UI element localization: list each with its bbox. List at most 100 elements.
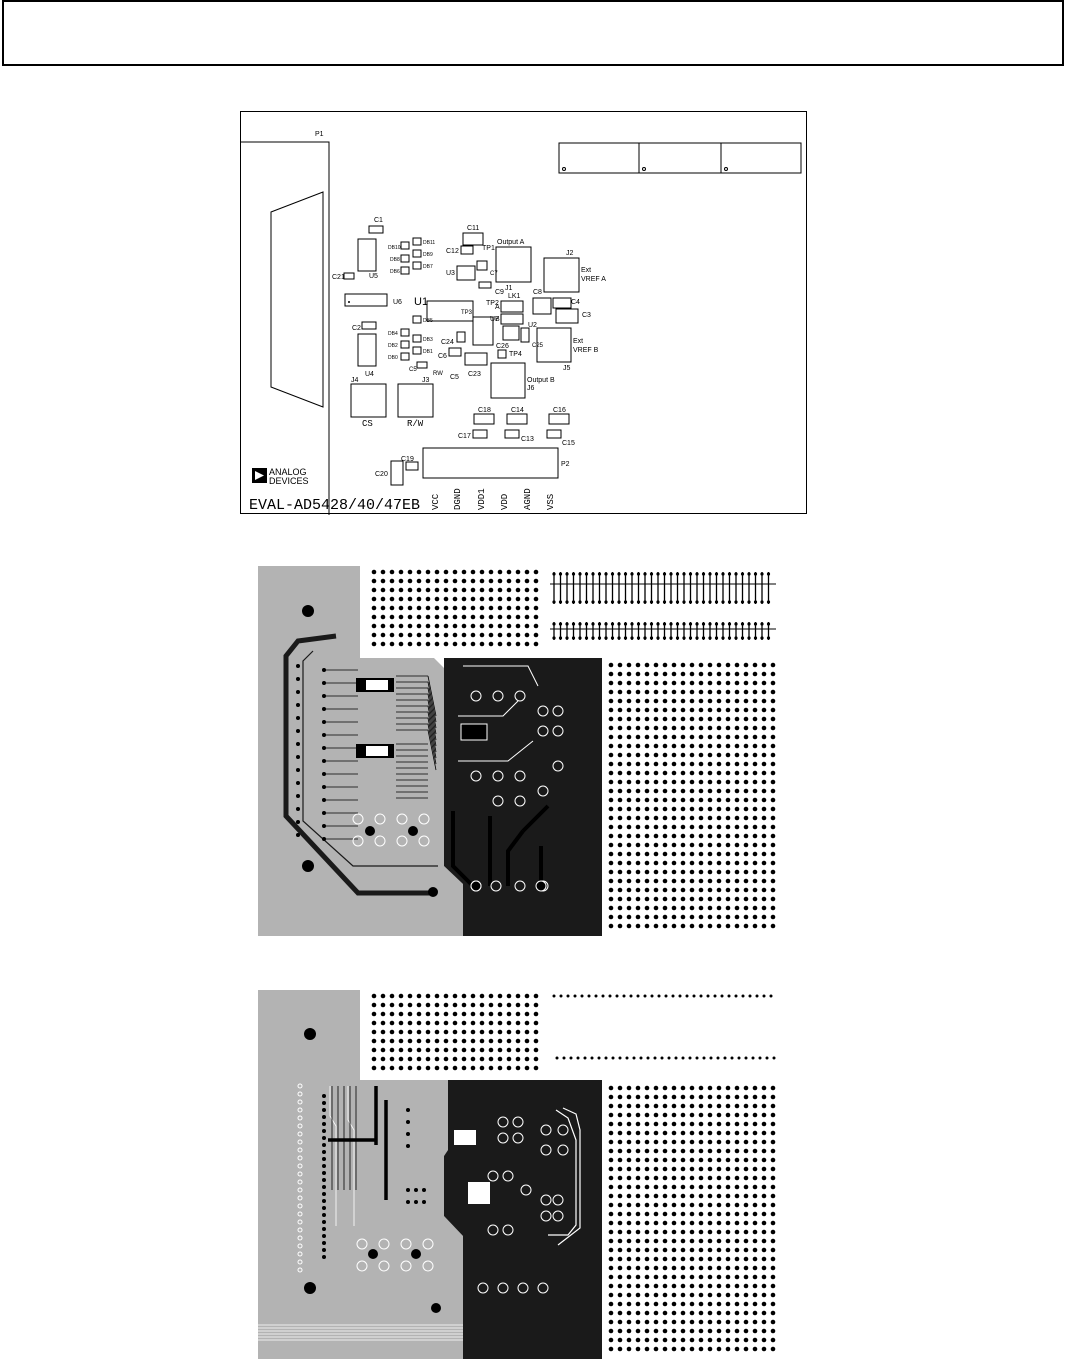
analog-devices-logo: ANALOG DEVICES <box>252 467 309 486</box>
c18-pad <box>473 413 495 425</box>
c14-label: C14 <box>511 407 524 414</box>
c4-pad <box>552 297 572 309</box>
j2-connector <box>543 257 580 293</box>
mount-hole-4 <box>304 1028 316 1040</box>
analog-pads-2 <box>477 1116 569 1294</box>
db6-label: DB6 <box>390 269 400 275</box>
analog-trace-8 <box>458 740 534 762</box>
ext-b-label: Ext <box>573 338 583 345</box>
tp2-label: TP2 <box>486 300 499 307</box>
c9-pad <box>478 281 492 289</box>
bottom-layer-drawing <box>258 990 776 1359</box>
pin-vss: VSS <box>546 494 556 510</box>
c25-label: C25 <box>532 343 544 349</box>
j1-label: J1 <box>505 285 513 292</box>
c11-pad <box>462 232 484 246</box>
c5-label: C5 <box>450 374 459 381</box>
mount-hole-2 <box>302 860 314 872</box>
rw-pad <box>416 361 428 369</box>
db1-label: DB1 <box>423 349 433 355</box>
pad-white-1 <box>454 1130 476 1145</box>
c20-label: C20 <box>375 471 388 478</box>
lk-a-label: A <box>495 304 500 311</box>
c14-pad <box>506 413 528 425</box>
j4-label: J4 <box>351 377 359 384</box>
pin-vdd1: VDD1 <box>477 488 487 510</box>
u2-outline <box>502 325 520 341</box>
j5-connector <box>536 327 572 363</box>
c4-label: C4 <box>571 299 580 306</box>
c8-label: C8 <box>533 289 542 296</box>
c17-pad <box>472 429 488 439</box>
silkscreen-layout: P1 U5 C1 C21 DB10 DB11 DB8 DB9 DB6 DB7 U… <box>240 111 807 515</box>
c7-label: C7 <box>490 271 498 277</box>
lk1-jumper-b <box>500 313 524 325</box>
p2-label: P2 <box>561 461 570 468</box>
c3-pad <box>555 308 579 324</box>
c7-pad <box>476 260 488 271</box>
db8-label: DB8 <box>390 257 400 263</box>
output-a-connector <box>495 246 532 283</box>
u5-outline <box>357 238 377 272</box>
db2-label: DB2 <box>388 343 398 349</box>
pin-vdd: VDD <box>500 494 510 510</box>
u4-label: U4 <box>365 371 374 378</box>
c23-label: C23 <box>468 371 481 378</box>
rw-small-label: RW <box>433 371 443 377</box>
c18-label: C18 <box>478 407 491 414</box>
db5-label: DB5 <box>423 318 433 324</box>
signal-fanout-2 <box>297 1083 434 1273</box>
u3-label: U3 <box>446 270 455 277</box>
j2-label: J2 <box>566 250 574 257</box>
power-trace-2 <box>328 1086 388 1200</box>
via-grid-top <box>371 569 776 929</box>
u3-outline <box>456 265 476 281</box>
analog-trace-4 <box>521 804 550 833</box>
pin-dgnd: DGND <box>453 488 463 510</box>
c26-label: C26 <box>496 343 509 350</box>
top-layer-drawing <box>258 566 776 936</box>
mount-hole-3 <box>428 887 438 897</box>
analog-trace-3 <box>506 829 525 886</box>
j4-outline <box>350 383 387 418</box>
c6-label: C6 <box>438 353 447 360</box>
c9-label: C9 <box>495 289 504 296</box>
analog-trace-7 <box>458 700 519 717</box>
rw-label: R/W <box>407 419 424 429</box>
lk1-jumper <box>500 300 524 313</box>
c19-pad <box>405 461 419 471</box>
p1-label: P1 <box>315 131 324 138</box>
analog-trace-9 <box>548 1109 577 1236</box>
c8-pad <box>532 297 552 315</box>
c24-pad <box>456 331 466 343</box>
c13-label: C13 <box>521 436 534 443</box>
c6-pad <box>448 347 462 357</box>
terminal-block <box>558 142 802 174</box>
c2-pad <box>361 321 377 330</box>
c5-small-label: C5 <box>409 367 417 373</box>
c15-pad <box>546 429 562 439</box>
u7-outline <box>472 316 494 346</box>
pin-vcc: VCC <box>431 493 441 510</box>
j3-label: J3 <box>422 377 430 384</box>
signal-fanout <box>296 664 437 847</box>
c12-pad <box>460 245 474 255</box>
c20-pad <box>390 460 404 486</box>
analog-trace-1 <box>451 811 475 888</box>
db10-label: DB10 <box>388 245 401 251</box>
u4-outline <box>357 333 377 367</box>
ic-body-2 <box>366 746 388 756</box>
analog-trace-10 <box>557 1107 581 1246</box>
tp1-label: TP1 <box>482 245 495 252</box>
cs-label: CS <box>362 419 373 429</box>
c3-label: C3 <box>582 312 591 319</box>
mount-hole-5 <box>304 1282 316 1294</box>
mount-hole-6 <box>431 1303 441 1313</box>
p1-d-shell <box>270 191 324 408</box>
u1-label: U1 <box>414 296 428 308</box>
pin-agnd: AGND <box>523 488 533 510</box>
c24-label: C24 <box>441 339 454 346</box>
j6-label: J6 <box>527 385 535 392</box>
digital-ground-plane-2 <box>258 990 463 1359</box>
power-trace <box>283 633 434 896</box>
